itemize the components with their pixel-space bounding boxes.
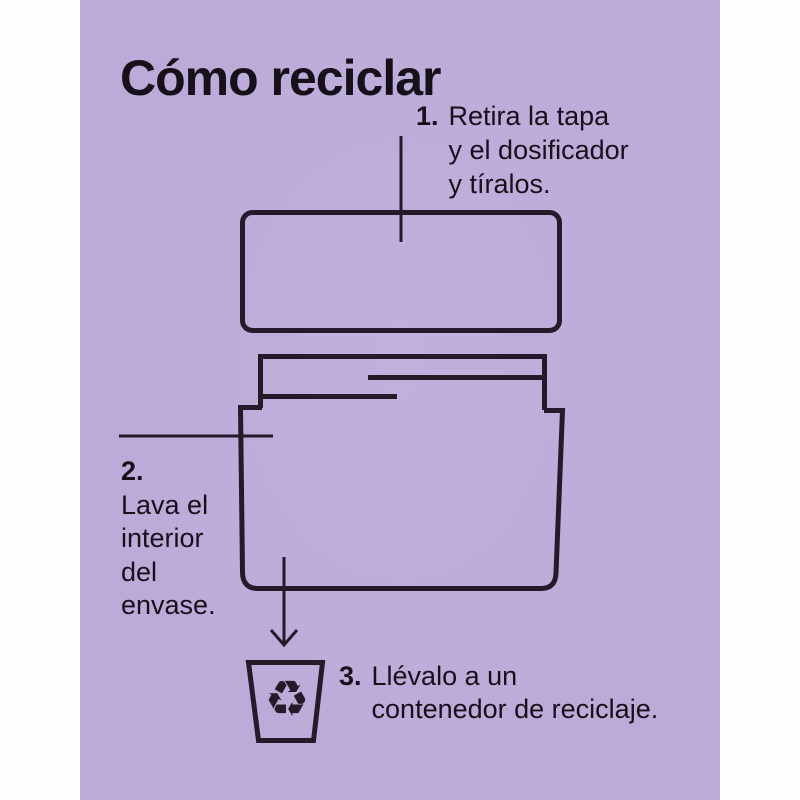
step-3-line-1: Llévalo a un [371, 661, 518, 691]
step-2-line-2: interior [121, 523, 204, 553]
down-arrow-head [269, 629, 299, 648]
recycle-icon: ♻ [264, 670, 310, 728]
step-2-line-3: del [121, 556, 158, 587]
page-title: Cómo reciclar [120, 49, 441, 106]
step-2-number: 2. [121, 456, 144, 486]
recycle-bin-outline [245, 660, 326, 743]
step-1-line-2: y el dosificador [448, 135, 629, 165]
step-1-number: 1. [416, 101, 439, 131]
step-1-line-1: Retira la tapa [448, 101, 610, 131]
jar-neck-outline [258, 354, 547, 410]
infographic-panel [80, 0, 720, 800]
step-1-line-3: y tíralos. [448, 169, 551, 199]
step-3-number: 3. [339, 661, 362, 691]
step-3-line-2: contenedor de reciclaje. [371, 694, 659, 724]
jar-body-outline [237, 405, 566, 591]
step-3: 3. Llévalo a un contenedor de reciclaje. [339, 660, 658, 726]
cap-outline [240, 210, 562, 333]
step-2-line-4: envase. [121, 590, 216, 620]
step-2: 2. Lava el interior del envase. [121, 455, 216, 623]
step-2-line-1: Lava el [121, 489, 209, 520]
step-1: 1. Retira la tapa y el dosificador y tír… [416, 99, 629, 201]
